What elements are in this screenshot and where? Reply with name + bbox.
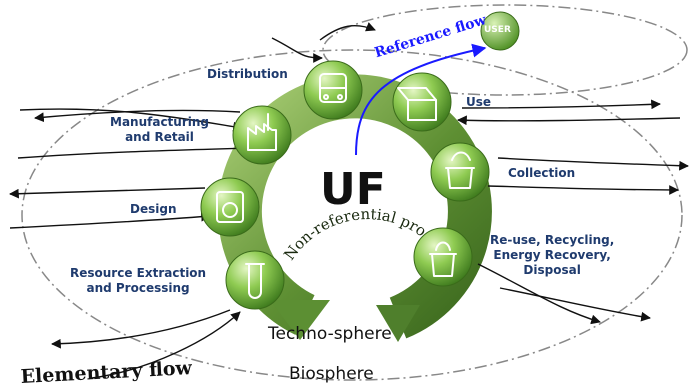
- box-icon: [397, 87, 437, 121]
- label-use: Use: [466, 95, 492, 109]
- label-distribution: Distribution: [207, 67, 288, 81]
- label-resource-line2: and Processing: [86, 281, 190, 295]
- label-collection: Collection: [508, 166, 576, 180]
- node-design: [200, 177, 260, 237]
- label-eol-line1: Re-use, Recycling,: [490, 233, 615, 247]
- trash-can-icon: [429, 241, 457, 277]
- node-collection: [430, 142, 490, 202]
- label-eol-line3: Disposal: [523, 263, 581, 277]
- reference-flow-arrow: [355, 43, 487, 156]
- node-resource: [225, 250, 285, 310]
- technosphere-label: Techno-sphere: [268, 324, 392, 344]
- elementary-flow-arrows: [9, 22, 689, 379]
- label-manufacturing-line2: and Retail: [125, 130, 194, 144]
- test-tube-icon: [245, 263, 265, 299]
- node-use: [392, 72, 452, 132]
- node-distribution: [303, 60, 363, 120]
- label-eol-line2: Energy Recovery,: [493, 248, 611, 262]
- bus-icon: [319, 73, 347, 103]
- ring-arrowhead-left: [270, 300, 330, 340]
- technosphere-boundary: [21, 49, 683, 381]
- label-design: Design: [130, 202, 177, 216]
- label-eol: Re-use, Recycling, Energy Recovery, Disp…: [490, 233, 614, 278]
- center-label: UF: [320, 164, 386, 215]
- label-manufacturing-line1: Manufacturing: [110, 115, 209, 129]
- biosphere-label: Biosphere: [289, 364, 374, 384]
- washing-machine-icon: [216, 191, 244, 223]
- bin-icon: [445, 151, 475, 189]
- user-label: USER: [484, 25, 511, 35]
- user-node: [480, 11, 520, 51]
- label-manufacturing: Manufacturing and Retail: [110, 115, 209, 145]
- factory-icon: [247, 113, 277, 151]
- user-boundary: [322, 4, 688, 96]
- ring-arrowhead-right: [376, 305, 420, 342]
- node-eol: [413, 227, 473, 287]
- label-resource-line1: Resource Extraction: [70, 266, 207, 280]
- node-manufacturing: [232, 105, 292, 165]
- label-resource: Resource Extraction and Processing: [70, 266, 206, 296]
